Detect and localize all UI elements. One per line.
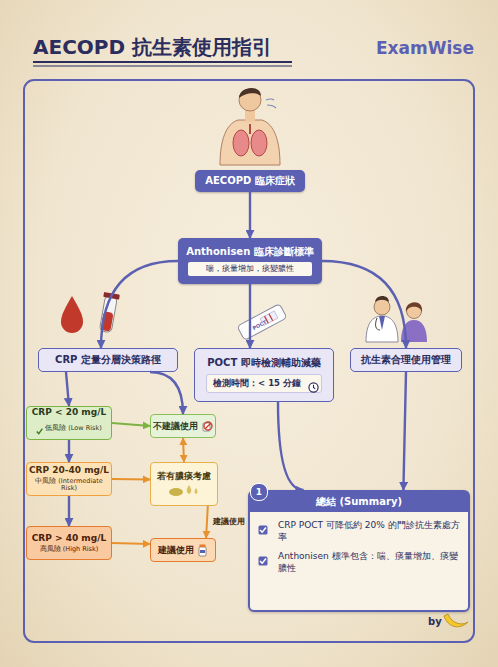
node-text: Anthonisen 標準包含：喘、痰量增加、痰變膿性 (278, 550, 460, 574)
clock-icon (308, 382, 319, 393)
node-title: AECOPD 臨床症狀 (205, 175, 295, 187)
connector-arrow (403, 372, 406, 490)
node-title: CRP 20-40 mg/L (29, 465, 109, 476)
drops-icon (167, 481, 201, 497)
node-text: 高風險 (High Risk) (40, 546, 99, 554)
frame (24, 80, 474, 642)
connector-arrow (112, 478, 150, 481)
pathway-box: 抗生素合理使用管理 (350, 348, 462, 372)
risk-row: 低風險 (Low Risk) (36, 420, 101, 439)
action-box: 建議使用 (150, 538, 216, 562)
node-title: 不建議使用 (153, 421, 198, 431)
credit-text: by (428, 616, 442, 627)
node-title: 若有膿痰考慮 (157, 471, 211, 481)
connector-arrow (249, 284, 251, 348)
check-icon (36, 420, 43, 439)
connector-arrow (206, 506, 208, 538)
edge-label: 建議使用 (213, 516, 245, 527)
bullet-row: CRP POCT 可降低約 20% 的門診抗生素處方率 (258, 519, 460, 543)
action-box: 不建議使用 (150, 414, 216, 438)
connector-arrow (68, 440, 70, 462)
node-title: Anthonisen 臨床診斷標準 (186, 246, 314, 258)
check-icon (258, 551, 273, 570)
node-text: CRP POCT 可降低約 20% 的門診抗生素處方率 (278, 519, 460, 543)
connector-arrow (112, 543, 150, 544)
connector-arrow (112, 423, 150, 426)
decision-box: 若有膿痰考慮 (150, 462, 218, 506)
node-text: 檢測時間：< 15 分鐘 (206, 374, 322, 392)
connector-arrow (68, 496, 70, 526)
summary-box: 總結 (Summary) CRP POCT 可降低約 20% 的門診抗生素處方率 A… (248, 490, 470, 612)
node-text: 低風險 (Low Risk) (45, 425, 101, 433)
connector-arrow (150, 372, 183, 414)
node-title: 總結 (Summary) (250, 492, 468, 512)
patient-illustration (220, 88, 280, 165)
poct-device (237, 304, 287, 341)
title: AECOPD 抗生素使用指引 (33, 34, 272, 61)
symptom-box: AECOPD 臨床症狀 (195, 170, 305, 192)
noentry-icon (198, 420, 213, 432)
node-title: POCT 即時檢測輔助減藥 (207, 357, 320, 369)
node-title: 建議使用 (158, 545, 194, 555)
node-text: 喘，痰量增加，痰變膿性 (188, 262, 312, 276)
node-title: CRP > 40 mg/L (32, 533, 106, 544)
connector-arrow (249, 192, 251, 238)
connector-arrow (101, 261, 178, 348)
risk-box: CRP < 20 mg/L 低風險 (Low Risk) (26, 406, 112, 440)
title-underline (33, 66, 292, 67)
brand-name: ExamWise (376, 38, 474, 58)
title-underline (33, 61, 292, 63)
node-text: 中風險 (Intermediate Risk) (27, 478, 111, 494)
doctor-patient-icon (366, 296, 427, 342)
blood-sample-icon (61, 292, 120, 333)
criteria-box: Anthonisen 臨床診斷標準喘，痰量增加，痰變膿性 (178, 238, 322, 284)
connector-arrow (183, 438, 184, 462)
pathway-box: POCT 即時檢測輔助減藥檢測時間：< 15 分鐘 (194, 348, 334, 402)
node-title: CRP 定量分層決策路徑 (55, 354, 161, 366)
connector-arrow (278, 402, 304, 490)
callout-number: 1 (250, 483, 268, 501)
pathway-box: CRP 定量分層決策路徑 (38, 348, 178, 372)
connector-arrow (66, 372, 69, 406)
banana-icon (444, 614, 468, 627)
risk-box: CRP > 40 mg/L 高風險 (High Risk) (26, 526, 112, 560)
node-title: CRP < 20 mg/L (32, 407, 106, 418)
check-icon (258, 520, 273, 539)
connector-arrow (322, 261, 406, 348)
bullet-row: Anthonisen 標準包含：喘、痰量增加、痰變膿性 (258, 550, 460, 574)
risk-box: CRP 20-40 mg/L 中風險 (Intermediate Risk) (26, 462, 112, 496)
bottle-icon (194, 544, 208, 557)
node-title: 抗生素合理使用管理 (361, 354, 451, 366)
